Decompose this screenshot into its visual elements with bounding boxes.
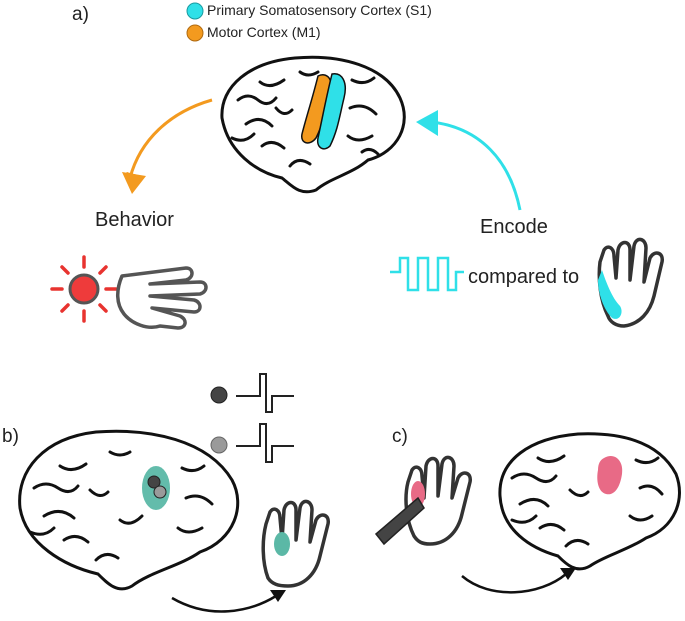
spike-icon [236, 423, 294, 463]
panel-label-c: c) [392, 426, 408, 447]
legend-label-m1: Motor Cortex (M1) [207, 24, 321, 40]
light-icon [50, 255, 118, 323]
electrode-dark [147, 475, 161, 489]
electrode-light [153, 485, 167, 499]
compared-to-label: compared to [468, 266, 580, 288]
encode-label: Encode [480, 216, 548, 238]
probe-icon [374, 496, 425, 546]
stimulation-arrowhead [270, 590, 286, 602]
brain-icon [18, 429, 240, 591]
somatosensory-cortex-region [316, 73, 346, 150]
hand-icon [116, 266, 208, 330]
legend-dot-m1 [186, 24, 204, 42]
touch-arrowhead [560, 568, 576, 580]
brain-icon [220, 55, 406, 194]
behavior-label: Behavior [95, 209, 174, 231]
panel-label-b: b) [2, 426, 19, 447]
behavior-arrow [126, 98, 213, 183]
behavior-arrowhead [122, 172, 146, 194]
neuron-dark-dot [210, 386, 228, 404]
hand-icon [597, 237, 664, 328]
legend-dot-s1 [186, 2, 204, 20]
touch-cortex-region [597, 455, 623, 495]
pulse-train-icon [390, 256, 464, 292]
percept-region [274, 532, 290, 556]
stimulation-arrow [171, 594, 277, 613]
brain-icon [498, 432, 681, 571]
touch-arrow [461, 573, 567, 594]
spike-icon [236, 373, 294, 413]
encode-arrow [431, 120, 522, 211]
legend-label-s1: Primary Somatosensory Cortex (S1) [207, 2, 432, 18]
neuron-light-dot [210, 436, 228, 454]
panel-label-a: a) [72, 4, 89, 25]
hand-icon [261, 499, 330, 588]
encode-arrowhead [416, 110, 438, 136]
